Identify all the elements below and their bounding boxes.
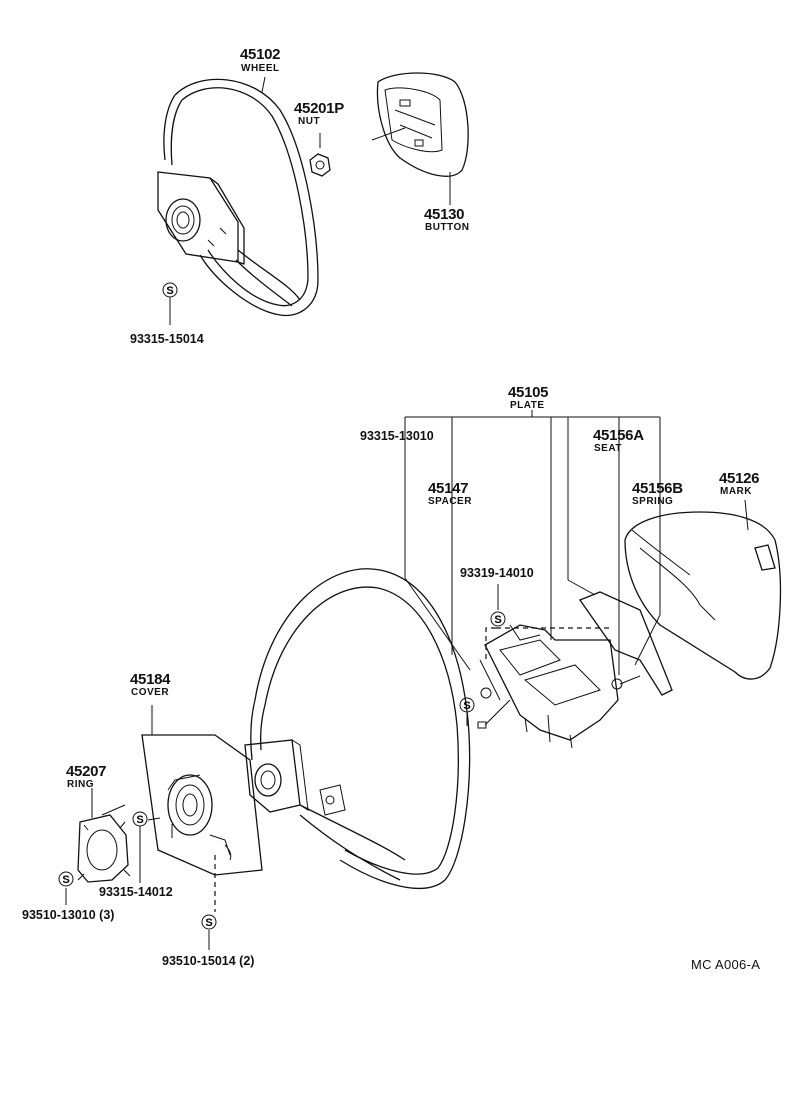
horn-button-drawing	[371, 72, 469, 205]
s-symbols: S S S S S S	[58, 282, 506, 930]
spring-part-no: 45156B	[632, 480, 683, 497]
cover-part-no: 45184	[130, 671, 171, 688]
cover-drawing	[141, 705, 263, 876]
cover-name: COVER	[131, 687, 170, 698]
nut-part-no: 45201P	[294, 100, 344, 117]
screw-93510-13010: 93510-13010 (3)	[22, 908, 115, 922]
ring-drawing	[77, 788, 131, 883]
seat-name: SEAT	[594, 443, 622, 454]
diagram-code: MC A006-A	[691, 957, 761, 972]
nut-drawing	[309, 133, 331, 177]
plate-assembly-drawing	[477, 591, 673, 749]
center-pad-drawing	[624, 499, 782, 680]
ring-name: RING	[67, 779, 94, 790]
wheel-name: WHEEL	[241, 63, 280, 74]
screw-93315-14012: 93315-14012	[99, 885, 173, 899]
s-symbol-93319: S	[494, 614, 501, 626]
screw-93510-15014: 93510-15014 (2)	[162, 954, 255, 968]
screw-leaders	[65, 584, 610, 950]
lower-steering-wheel	[244, 568, 471, 889]
ring-part-no: 45207	[66, 763, 107, 780]
wheel-part-no: 45102	[240, 46, 281, 63]
s-symbol-93315-14012: S	[136, 814, 143, 826]
spring-name: SPRING	[632, 496, 674, 507]
nut-name: NUT	[298, 116, 321, 127]
seat-part-no: 45156A	[593, 427, 644, 444]
button-name: BUTTON	[425, 222, 470, 233]
mark-part-no: 45126	[719, 470, 760, 487]
s-symbol-93510-13010: S	[62, 874, 69, 886]
screw-93315-13010: 93315-13010	[360, 429, 434, 443]
plate-part-no: 45105	[508, 384, 549, 401]
s-symbol-93315-13010: S	[463, 700, 470, 712]
spacer-name: SPACER	[428, 496, 472, 507]
plate-name: PLATE	[510, 400, 545, 411]
screw-93319-14010: 93319-14010	[460, 566, 534, 580]
upper-steering-wheel	[157, 78, 319, 317]
mark-name: MARK	[720, 486, 752, 497]
s-symbol-upper: S	[166, 285, 173, 297]
s-symbol-93510-15014: S	[205, 917, 212, 929]
spacer-part-no: 45147	[428, 480, 469, 497]
screw-93315-15014: 93315-15014	[130, 332, 204, 346]
button-part-no: 45130	[424, 206, 465, 223]
